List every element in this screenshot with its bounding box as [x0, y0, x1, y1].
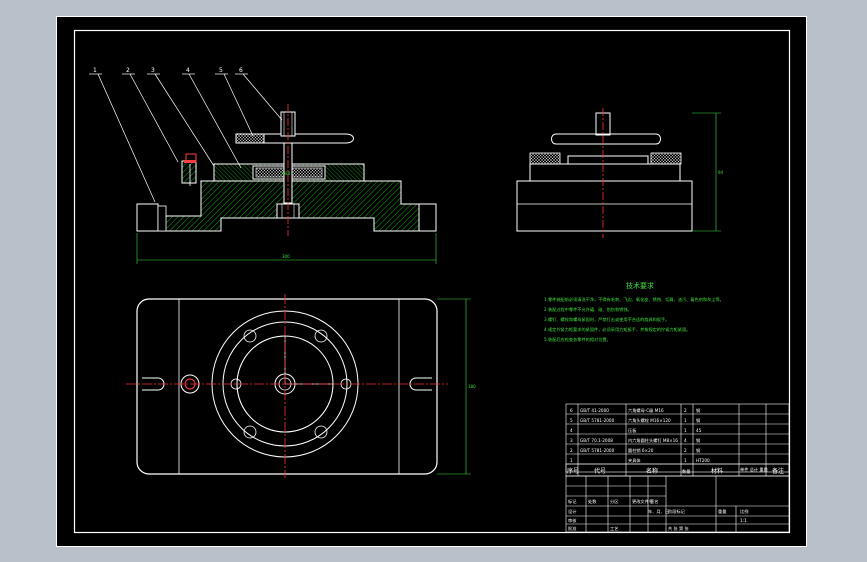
- tb-date: 年、月、日: [648, 508, 669, 515]
- row-3-code: GB/T 70.1-2008: [580, 438, 613, 443]
- title-block: [565, 475, 790, 533]
- part-label-4: 4: [186, 67, 190, 74]
- parts-table: [565, 403, 790, 477]
- row-6-code: GB/T 41-2000: [580, 408, 609, 413]
- tb-process: 工艺: [610, 526, 618, 531]
- row-4-name: 压板: [628, 427, 637, 434]
- tb-check: 审核: [568, 517, 577, 524]
- row-3-qty: 4: [684, 438, 687, 443]
- notes-title: 技术要求: [626, 281, 654, 290]
- row-4-no: 4: [570, 428, 573, 433]
- tb-weight: 重量: [718, 508, 726, 515]
- header-qty: 数量: [682, 468, 690, 475]
- row-2-qty: 2: [684, 448, 687, 453]
- part-label-5: 5: [219, 67, 223, 74]
- row-2-name: 圆柱销 6×20: [628, 447, 654, 454]
- row-5-no: 5: [570, 418, 573, 423]
- part-label-2: 2: [126, 67, 130, 74]
- row-3-no: 3: [570, 438, 573, 443]
- row-1-no: 1: [570, 458, 573, 463]
- technical-notes: 技术要求 1.零件装配前必须清洗干净，不得有毛刺、飞边、氧化皮、锈蚀、切屑、油污…: [544, 281, 724, 343]
- drawing-canvas: Φ80 300 1: [56, 16, 807, 547]
- row-4-material: 45: [696, 428, 702, 433]
- side-height-dimension: 94: [718, 170, 724, 175]
- tb-count: 处数: [588, 498, 597, 505]
- tb-sheet: 共 张 第 张: [668, 525, 690, 532]
- header-remark: 备注: [772, 467, 784, 475]
- note-line-3: 3.螺钉、螺栓和螺母紧固时，严禁打击或使用不合适的旋具和扳手。: [544, 316, 669, 323]
- row-1-qty: 1: [684, 458, 687, 463]
- row-5-material: 钢: [696, 417, 700, 424]
- row-6-material: 钢: [696, 407, 700, 414]
- row-5-code: GB/T 5781-2000: [580, 418, 615, 423]
- tb-approve: 批准: [568, 525, 576, 532]
- row-3-material: 钢: [696, 437, 700, 444]
- header-material: 材料: [711, 467, 723, 475]
- tb-mark: 标记: [568, 498, 577, 505]
- header-weight: 单件 总计 重量: [740, 466, 768, 473]
- front-section-view: Φ80 300: [136, 104, 437, 264]
- row-5-qty: 1: [684, 418, 687, 423]
- tb-stage: 阶段标记: [668, 508, 686, 515]
- header-no: 序号: [567, 467, 579, 475]
- row-3-name: 内六角圆柱头螺钉 M8×16: [628, 437, 678, 444]
- row-6-no: 6: [570, 408, 573, 413]
- note-line-2: 2.装配过程中零件不允许磕、碰、划伤和锈蚀。: [544, 306, 632, 313]
- parts-table-text: 6 GB/T 41-2000 六角螺母-C级 M16 2 钢 5 GB/T 57…: [567, 407, 784, 475]
- title-block-text: 标记 处数 分区 更改文件号 签名 年、月、日 设计 审核 批准 工艺 阶段标记…: [568, 498, 748, 532]
- header-name: 名称: [646, 467, 658, 475]
- row-6-name: 六角螺母-C级 M16: [628, 407, 664, 414]
- row-5-name: 六角头螺栓 M16×120: [628, 417, 671, 424]
- header-code: 代号: [594, 467, 606, 475]
- row-1-name: 夹具体: [628, 457, 641, 464]
- row-4-qty: 1: [684, 428, 687, 433]
- front-width-dimension: 300: [282, 254, 290, 259]
- note-line-5: 5.装配后应检查各零件的相对位置。: [544, 336, 611, 343]
- note-line-1: 1.零件装配前必须清洗干净，不得有毛刺、飞边、氧化皮、锈蚀、切屑、油污、着色剂和…: [544, 296, 724, 303]
- top-height-dimension: 180: [468, 384, 476, 389]
- tb-zone: 分区: [610, 498, 618, 505]
- tb-design: 设计: [568, 508, 576, 515]
- note-line-4: 4.规定拧紧力矩要求的紧固件，必须采用力矩扳手，并按规定的拧紧力矩紧固。: [544, 326, 690, 333]
- row-2-no: 2: [570, 448, 573, 453]
- inner-border: [73, 29, 791, 534]
- part-label-1: 1: [93, 67, 97, 74]
- row-1-material: HT200: [696, 458, 710, 463]
- side-view: 94: [516, 108, 724, 238]
- outer-border: [56, 16, 807, 547]
- row-6-qty: 2: [684, 408, 687, 413]
- tb-scale-value: 1:1: [740, 518, 747, 523]
- tb-scale: 比例: [740, 508, 748, 515]
- center-mark-label: Φ80: [282, 171, 291, 176]
- part-label-3: 3: [151, 67, 155, 74]
- top-view: 180: [126, 294, 476, 478]
- part-callouts: 1 2 3 4 5 6: [89, 67, 283, 203]
- drawing-sheet: Φ80 300 1: [56, 16, 807, 547]
- row-2-code: GB/T 5781-2000: [580, 448, 615, 453]
- tb-change: 更改文件号: [632, 498, 653, 505]
- tb-sign: 签名: [650, 498, 658, 505]
- part-label-6: 6: [239, 67, 243, 74]
- row-2-material: 钢: [696, 447, 700, 454]
